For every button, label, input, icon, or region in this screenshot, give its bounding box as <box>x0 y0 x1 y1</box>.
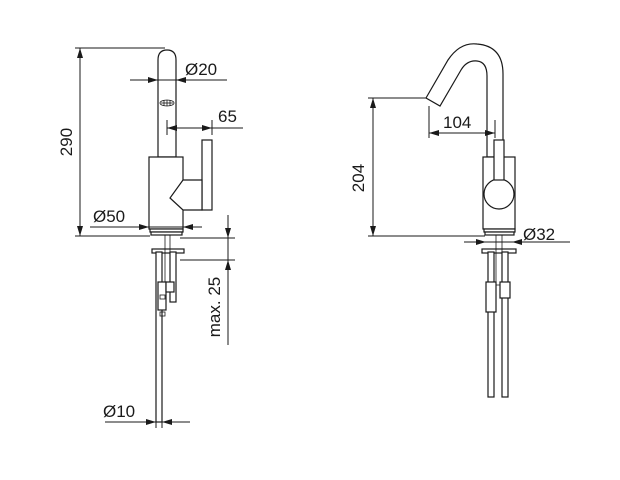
dimension-label-104: 104 <box>443 113 471 132</box>
dimension-label-65: 65 <box>218 107 237 126</box>
base-ring <box>484 231 515 236</box>
dimension-label-204: 204 <box>349 164 368 192</box>
dimension-label-o20: Ø20 <box>185 60 217 79</box>
hose-fitting <box>485 281 497 313</box>
dimension-65: 65 <box>166 107 243 135</box>
hose-fitting <box>165 281 175 293</box>
fixing-plate <box>151 248 185 254</box>
dimension-o32: Ø32 <box>464 225 570 245</box>
dimension-label-o50: Ø50 <box>93 207 125 226</box>
threaded-rod <box>164 234 171 286</box>
dimension-label-o10: Ø10 <box>103 402 135 421</box>
dimension-o20: Ø20 <box>130 60 227 83</box>
gooseneck-spout <box>425 43 504 158</box>
dimension-204: 204 <box>349 97 485 237</box>
cartridge-connector <box>169 179 203 211</box>
dimension-o10: Ø10 <box>103 402 190 428</box>
hose <box>487 251 495 398</box>
base-ring <box>150 231 183 236</box>
lever-handle <box>201 139 213 211</box>
lever-hub <box>483 178 515 210</box>
hose <box>155 251 163 423</box>
faucet-side-view <box>148 49 213 423</box>
dimension-290: 290 <box>57 47 165 237</box>
dimension-o50: Ø50 <box>90 207 202 230</box>
dimension-label-o32: Ø32 <box>523 225 555 244</box>
dimension-label-290: 290 <box>57 128 76 156</box>
fixing-plate <box>481 248 517 254</box>
faucet-front-view <box>425 43 517 398</box>
hose-fitting <box>499 281 511 299</box>
dimension-104: 104 <box>428 106 496 138</box>
hose <box>501 251 509 398</box>
aerator-icon <box>159 99 175 107</box>
hose-fitting <box>157 281 167 311</box>
dimension-label-max-25: max. 25 <box>205 277 224 337</box>
lever-stem <box>493 139 505 181</box>
dimension-max-25: max. 25 <box>180 215 235 345</box>
hose <box>169 251 177 303</box>
